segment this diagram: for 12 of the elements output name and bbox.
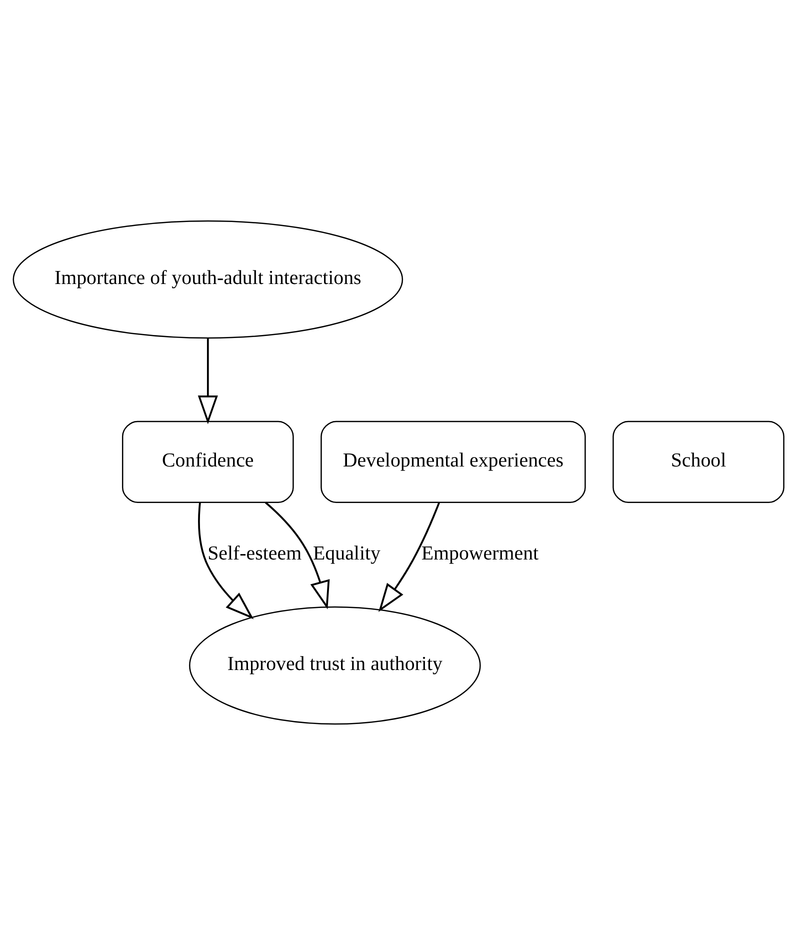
arrow xyxy=(198,502,254,619)
node-box: Confidence xyxy=(122,420,294,502)
node-ellipse: Improved trust in authority xyxy=(189,606,481,724)
edge-label: Equality xyxy=(313,542,380,564)
edge-label: Empowerment xyxy=(421,542,539,564)
arrow xyxy=(264,501,330,609)
node-box: School xyxy=(612,420,784,502)
node-ellipse: Importance of youth-adult interactions xyxy=(12,220,404,338)
edge-label: Self-esteem xyxy=(208,542,302,564)
node-box: Developmental experiences xyxy=(320,420,586,502)
arrow xyxy=(378,502,440,612)
arrow xyxy=(198,338,218,424)
